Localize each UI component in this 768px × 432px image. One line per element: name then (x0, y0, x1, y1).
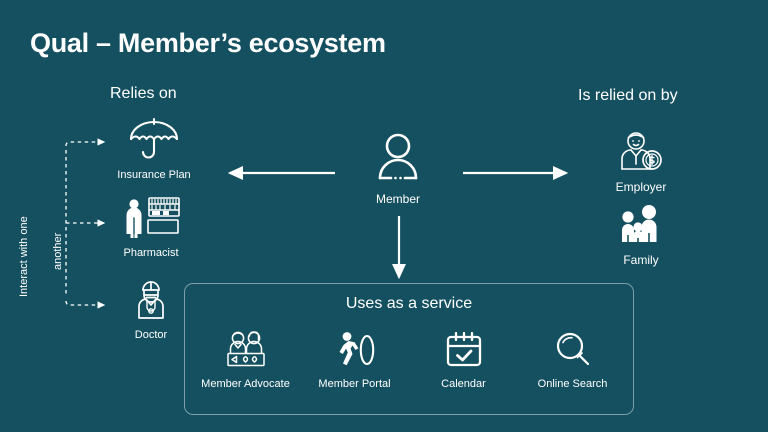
page-title: Qual – Member’s ecosystem (30, 28, 386, 58)
advocate-desk-icon (224, 328, 268, 372)
person-icon (374, 132, 422, 189)
relies-on-header: Relies on (110, 85, 177, 102)
is-relied-on-by-header: Is relied on by (578, 87, 678, 104)
node-employer[interactable]: Employer (581, 131, 701, 194)
node-label: Doctor (134, 329, 168, 341)
calendar-check-icon (444, 328, 484, 372)
service-item-member-portal[interactable]: Member Portal (301, 328, 409, 390)
node-pharmacist[interactable]: Pharmacist (91, 196, 211, 260)
service-item-label: Member Portal (318, 378, 391, 390)
node-label: Pharmacist (123, 247, 179, 259)
walking-portal-icon (334, 328, 376, 372)
umbrella-icon (127, 116, 181, 167)
node-family[interactable]: Family (581, 204, 701, 267)
node-label: Insurance Plan (117, 169, 191, 181)
service-item-member-advocate[interactable]: Member Advocate (192, 328, 300, 390)
uses-as-a-service-panel: Uses as a service (184, 283, 634, 415)
family-icon (618, 204, 664, 251)
service-items-row: Member Advocate Member Portal (191, 328, 627, 390)
node-label: Member (375, 192, 420, 206)
service-item-label: Member Advocate (201, 378, 290, 390)
interact-with-one-label: Interact with one (18, 216, 30, 297)
doctor-icon (129, 278, 173, 327)
service-panel-title: Uses as a service (345, 295, 473, 312)
service-item-calendar[interactable]: Calendar (410, 328, 518, 390)
another-label: another (52, 232, 64, 270)
node-member[interactable]: Member (338, 132, 458, 206)
employer-money-icon (617, 131, 665, 178)
node-label: Family (623, 253, 659, 267)
service-item-label: Online Search (537, 378, 608, 390)
magnifier-icon (553, 328, 593, 372)
node-insurance-plan[interactable]: Insurance Plan (94, 116, 214, 182)
pharmacist-icon (121, 196, 181, 245)
node-label: Employer (615, 180, 667, 194)
service-item-online-search[interactable]: Online Search (519, 328, 627, 390)
node-doctor[interactable]: Doctor (91, 278, 211, 342)
service-item-label: Calendar (441, 378, 486, 390)
